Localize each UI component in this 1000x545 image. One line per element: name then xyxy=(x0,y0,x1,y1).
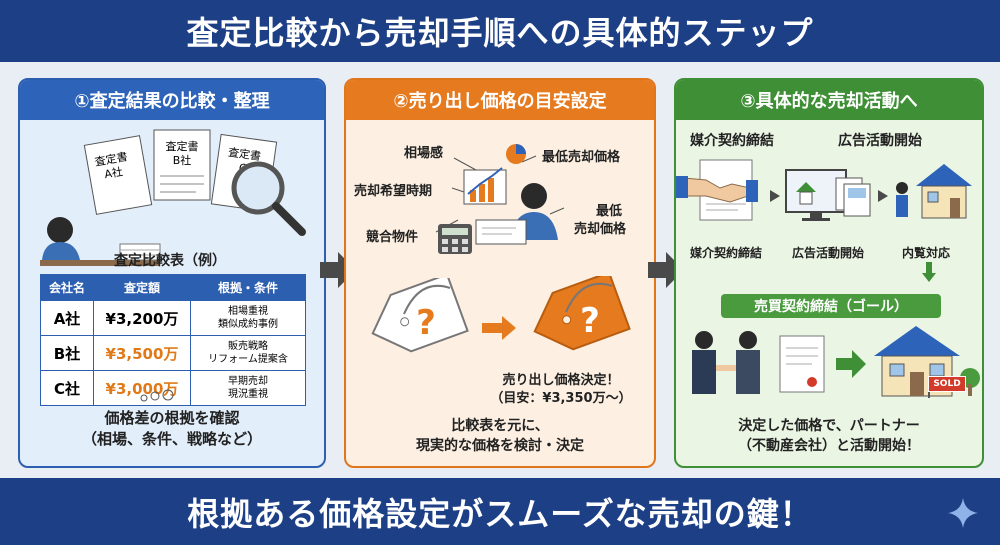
phase-sublabel: 広告活動開始 xyxy=(792,246,865,260)
footer-banner: 根拠ある価格設定がスムーズな売却の鍵！ xyxy=(0,478,1000,545)
factor-label: 売却価格 xyxy=(574,222,627,237)
magnifier-icon xyxy=(231,161,306,236)
step2-caption: 比較表を元に、 現実的な価格を検討・決定 xyxy=(346,416,654,456)
thought-bubble-icon xyxy=(140,389,174,402)
decision-line: 売り出し価格決定！ xyxy=(502,373,620,388)
step1-title: ①査定結果の比較・整理 xyxy=(20,80,324,120)
factor-label: 競合物件 xyxy=(366,230,419,245)
goal-banner: 売買契約締結（ゴール） xyxy=(721,294,941,318)
svg-text:査定書: 査定書 xyxy=(227,145,262,163)
factor-label: 売却希望時期 xyxy=(354,184,433,199)
svg-text:査定書: 査定書 xyxy=(166,139,199,153)
step2-title: ②売り出し価格の目安設定 xyxy=(346,80,654,120)
amount-cell: ¥3,200万 xyxy=(93,300,191,336)
step3-illustration xyxy=(676,159,972,221)
step3-deal-illustration xyxy=(692,326,980,398)
table-header: 根拠・条件 xyxy=(190,274,306,301)
calculator-icon xyxy=(438,224,472,254)
price-tag-icon: ? xyxy=(371,278,469,353)
factor-label: 最低売却価格 xyxy=(542,150,621,165)
note-cell: 相場重視 類似成約事例 xyxy=(190,300,306,336)
computer-icon xyxy=(785,169,871,221)
amount-cell: ¥3,000万 xyxy=(93,370,191,406)
house-icon xyxy=(916,164,972,219)
phase-label: 媒介契約締結 xyxy=(690,133,774,149)
factor-label: 最低 xyxy=(596,204,623,219)
svg-text:B社: B社 xyxy=(173,153,192,167)
step3-caption: 決定した価格で、パートナー （不動産会社）と活動開始！ xyxy=(676,416,982,456)
svg-text:査定書: 査定書 xyxy=(94,149,129,169)
svg-text:A社: A社 xyxy=(103,164,124,181)
sold-sign: SOLD xyxy=(928,376,966,392)
caption-line: （相場、条件、戦略など） xyxy=(81,430,262,448)
arrow-right-icon xyxy=(482,316,516,340)
amount-cell: ¥3,500万 xyxy=(93,335,191,371)
caption-line: （不動産会社）と活動開始！ xyxy=(738,438,920,454)
note-cell: 早期売却 現況重視 xyxy=(190,370,306,406)
handshake-icon xyxy=(676,159,758,221)
caption-line: 価格差の根拠を確認 xyxy=(104,409,240,427)
step3-title: ③具体的な売却活動へ xyxy=(676,80,982,120)
caption-line: 決定した価格で、パートナー xyxy=(738,418,920,434)
table-title: 査定比較表（例） xyxy=(114,253,226,269)
caption-line: 現実的な価格を検討・決定 xyxy=(416,438,584,454)
chart-icon xyxy=(463,167,507,205)
step3-panel: ③具体的な売却活動へ 媒介契約締結 広告活動開始 xyxy=(674,78,984,468)
factor-label: 相場感 xyxy=(404,146,444,161)
step1-caption: 価格差の根拠を確認 （相場、条件、戦略など） xyxy=(20,408,324,450)
sparkle-icon xyxy=(948,498,978,528)
price-tag-icon: ? xyxy=(533,276,631,351)
price-decision: 売り出し価格決定！ （目安：¥3,350万〜） xyxy=(476,372,646,408)
svg-text:?: ? xyxy=(580,301,600,341)
table-header: 査定額 xyxy=(93,274,191,301)
note-cell: 販売戦略 リフォーム提案含 xyxy=(190,335,306,371)
table-row: A社 ¥3,200万 相場重視 類似成約事例 xyxy=(40,300,306,336)
phase-sublabel: 内覧対応 xyxy=(902,246,951,260)
company-cell: C社 xyxy=(40,370,94,406)
step2-panel: ②売り出し価格の目安設定 相場感 売却希望時期 競合物件 最低売却価格 最低 売… xyxy=(344,78,656,468)
svg-text:?: ? xyxy=(416,303,436,343)
document-icon: 査定書 A社 査定書 B社 査定書 C xyxy=(83,129,278,215)
company-cell: B社 xyxy=(40,335,94,371)
arrow-down-icon xyxy=(922,262,936,282)
table-header: 会社名 xyxy=(40,274,94,301)
company-cell: A社 xyxy=(40,300,94,336)
footer-text: 根拠ある価格設定がスムーズな売却の鍵！ xyxy=(187,494,813,533)
page-title: 査定比較から売却手順への具体的ステップ xyxy=(0,0,1000,62)
phase-sublabel: 媒介契約締結 xyxy=(690,246,763,260)
step1-illustration: 査定書 A社 査定書 B社 査定書 C xyxy=(40,129,306,266)
decision-line: （目安：¥3,350万〜） xyxy=(490,391,632,406)
comparison-table: 会社名 査定額 根拠・条件 A社 ¥3,200万 相場重視 類似成約事例 B社 … xyxy=(40,274,306,406)
phase-label: 広告活動開始 xyxy=(838,133,922,149)
caption-line: 比較表を元に、 xyxy=(451,418,549,434)
table-row: C社 ¥3,000万 早期売却 現況重視 xyxy=(40,370,306,406)
table-row: B社 ¥3,500万 販売戦略 リフォーム提案含 xyxy=(40,335,306,371)
step1-panel: ①査定結果の比較・整理 査定書 A社 査定書 B社 査定書 C xyxy=(18,78,326,468)
step2-illustration xyxy=(435,144,565,254)
